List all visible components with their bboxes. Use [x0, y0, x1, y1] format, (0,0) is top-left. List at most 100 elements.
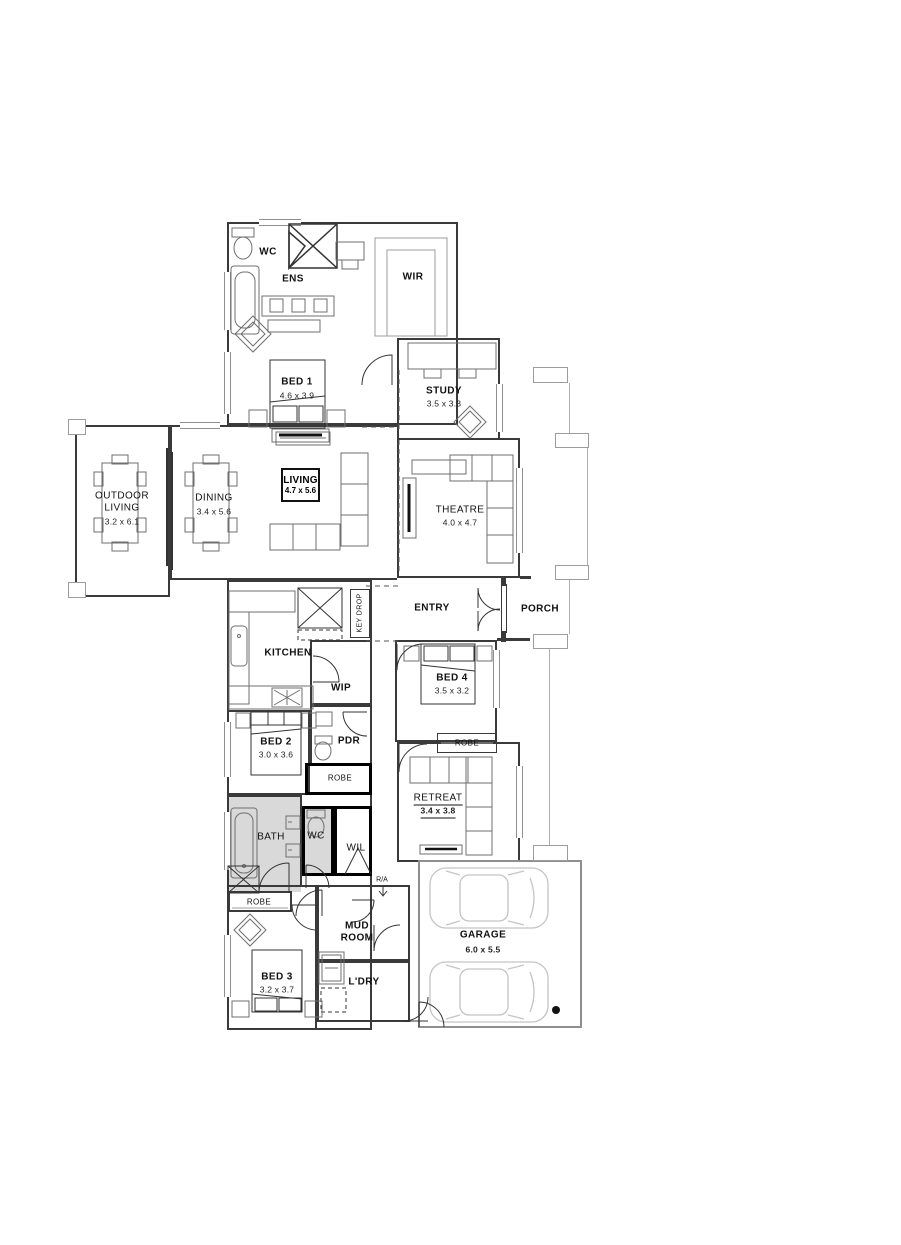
rug-ens — [234, 315, 272, 353]
eave-line-2 — [587, 448, 588, 565]
bed1-window-seat — [275, 431, 331, 446]
window-bed2-left — [224, 722, 231, 777]
label-bed1: BED 1 — [281, 376, 313, 388]
room-wip — [310, 640, 372, 705]
theatre-porch-stub — [520, 576, 531, 579]
garage-car-2 — [429, 961, 549, 1023]
pdr-fixtures — [314, 711, 333, 761]
bath-vanity — [285, 815, 301, 858]
door-bed3 — [291, 904, 318, 931]
label-bed2: BED 2 — [260, 736, 292, 748]
label-study: STUDY — [426, 385, 462, 397]
label-garage-dims: 6.0 x 5.5 — [465, 944, 501, 955]
door-mud-hall — [295, 889, 323, 917]
label-theatre: THEATRE — [435, 504, 485, 516]
study-shelf — [411, 459, 467, 475]
outdoor-pillar-bottom-left — [68, 582, 86, 598]
room-wil — [334, 806, 372, 876]
bed1-side-tables — [248, 409, 346, 428]
vanity-ens — [335, 241, 365, 270]
door-wc-lower — [305, 864, 330, 889]
room-robe-bed3 — [228, 891, 292, 912]
porch-pillar-4 — [533, 634, 568, 649]
label-robe-hall: ROBE — [327, 773, 353, 783]
label-wip: WIP — [330, 682, 352, 694]
label-retreat-dims: 3.4 x 3.8 — [420, 806, 456, 819]
living-sofa-right — [340, 452, 369, 547]
eave-line-3 — [569, 580, 570, 634]
window-retreat-right — [516, 766, 523, 838]
garage-car-1 — [429, 867, 549, 929]
wir-shelves — [374, 237, 448, 337]
front-wall-stub-bottom — [501, 631, 506, 642]
shower-ens — [288, 223, 338, 271]
door-garage-rear — [418, 1001, 445, 1028]
bed2-bed — [250, 711, 302, 776]
label-pdr: PDR — [337, 735, 361, 747]
living-sofa-bottom — [269, 523, 341, 551]
porch-pillar-2 — [555, 433, 589, 448]
room-wc-lower — [302, 806, 334, 876]
living-tv-unit — [271, 428, 330, 443]
label-ens: ENS — [282, 273, 304, 285]
return-air-arrow — [378, 886, 388, 897]
study-rug — [453, 405, 487, 439]
label-wil: WIL — [346, 842, 366, 854]
outdoor-table — [93, 454, 147, 552]
label-wc-top: WC — [259, 246, 277, 258]
window-bed3-left — [224, 935, 231, 997]
label-bed2-dims: 3.0 x 3.6 — [258, 749, 294, 760]
label-bath: BATH — [257, 831, 285, 843]
door-bed4 — [396, 643, 424, 671]
bed3-bed — [251, 949, 303, 1013]
window-dining-top — [180, 422, 220, 429]
door-mud-garage — [373, 924, 401, 952]
front-wall-stub-top — [501, 578, 506, 586]
room-robe-hall — [305, 763, 372, 795]
sliding-door-outdoor — [166, 448, 173, 570]
double-vanity-ens — [261, 295, 335, 333]
eave-line-4 — [549, 649, 550, 845]
label-wc-bath: WC — [307, 830, 325, 842]
outdoor-pillar-top-left — [68, 419, 86, 435]
door-wil-bifold — [344, 846, 372, 875]
label-dining-dims: 3.4 x 5.6 — [196, 506, 232, 517]
bath-shower — [227, 865, 260, 894]
dining-table — [184, 454, 238, 552]
door-retreat — [398, 743, 428, 773]
label-robe-bed3: ROBE — [246, 897, 272, 907]
bed3-chair — [233, 913, 267, 947]
toilet-wc-lower — [306, 809, 326, 838]
kitchen-benches — [228, 590, 314, 710]
label-porch: PORCH — [520, 603, 560, 615]
room-mud — [317, 885, 410, 961]
label-bed4-dims: 3.5 x 3.2 — [434, 685, 470, 696]
entry-bed4-wall-stub — [497, 638, 530, 641]
laundry-trough — [318, 951, 345, 985]
door-wip — [312, 655, 340, 683]
window-bed4-right — [493, 650, 500, 708]
label-wir: WIR — [402, 271, 424, 283]
label-robe-bed4: ROBE — [454, 738, 480, 748]
study-desk — [407, 342, 497, 379]
porch-pillar-1 — [533, 367, 568, 383]
label-key-drop: KEY DROP — [356, 593, 364, 633]
bed4-side-tables — [403, 645, 493, 662]
bathtub-bath — [230, 807, 258, 879]
label-bed3: BED 3 — [261, 971, 293, 983]
window-ens-top — [259, 219, 301, 226]
door-ldry-external — [403, 996, 429, 1022]
bed3-side-tables — [231, 1000, 323, 1018]
label-bed4: BED 4 — [436, 672, 468, 684]
retreat-sofa — [409, 756, 493, 856]
label-outdoor-dims: 3.2 x 6.1 — [104, 516, 140, 527]
label-study-dims: 3.5 x 3.3 — [426, 398, 462, 409]
room-ldry — [317, 961, 410, 1022]
label-living-dims: 4.7 x 5.6 — [284, 486, 317, 495]
key-drop-cupboard — [350, 589, 370, 638]
label-dining: DINING — [195, 492, 233, 504]
garage-floor-waste — [552, 1006, 560, 1014]
window-study-right — [496, 384, 503, 432]
